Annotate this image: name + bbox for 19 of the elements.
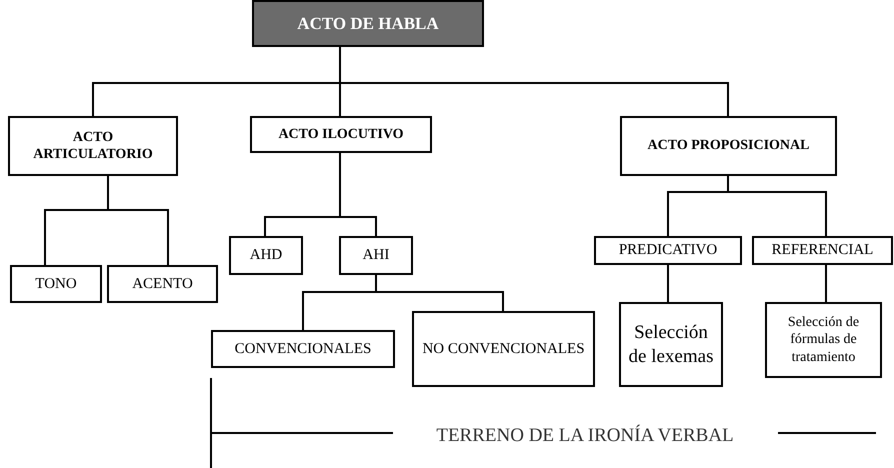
text-box: ACTO ILOCUTIVO [250,116,432,153]
text-box: ACTO ARTICULATORIO [8,116,178,176]
text-box: REFERENCIAL [752,236,893,265]
text-box: ACTO PROPOSICIONAL [620,116,837,176]
text-box: AHI [339,236,413,275]
text-box: ACENTO [107,265,218,303]
connector-line [825,265,827,302]
connector-line [667,265,669,302]
connector-line [375,275,504,311]
text-box: ACTO DE HABLA [252,0,484,47]
text-box: CONVENCIONALES [211,330,395,368]
text-box: NO CONVENCIONALES [412,311,595,387]
text-box: PREDICATIVO [594,236,742,265]
text-box: Selección de lexemas [619,302,723,387]
range-label: TERRENO DE LA IRONÍA VERBAL [435,424,735,448]
text-box: AHD [229,236,303,275]
text-box: Selección de fórmulas de tratamiento [765,302,882,378]
connector-line [339,153,377,236]
text-box: TONO [10,265,102,303]
